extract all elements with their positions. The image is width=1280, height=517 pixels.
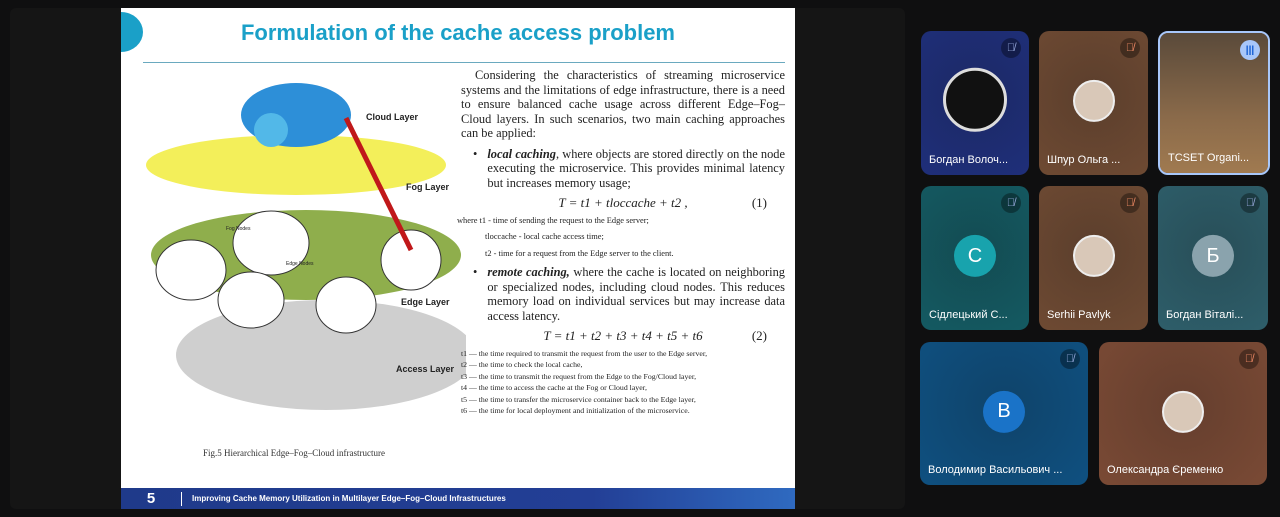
cloud-layer-label: Cloud Layer: [366, 112, 419, 122]
title-divider: [143, 62, 785, 63]
where-t2: t2 - time for a request from the Edge se…: [485, 248, 674, 258]
slide-corner-decoration: [121, 12, 143, 52]
mic-off-icon: 🎙̸: [1239, 349, 1259, 369]
remote-caching-term: remote caching,: [487, 265, 570, 279]
footer-title: Improving Cache Memory Utilization in Mu…: [192, 494, 506, 503]
definition-t4: t4 — the time to access the cache at the…: [461, 383, 647, 392]
slide-body: Considering the characteristics of strea…: [457, 68, 785, 417]
fog-layer-label: Fog Layer: [406, 182, 450, 192]
remote-caching-text: where the cache is located on neighborin…: [487, 265, 785, 323]
avatar-photo: [1072, 234, 1115, 277]
local-caching-term: local caching: [487, 146, 556, 161]
avatar-initial: С: [954, 234, 996, 277]
definition-t3: t3 — the time to transmit the request fr…: [461, 371, 697, 381]
edge-nodes-label: Edge Nodes: [286, 261, 314, 267]
participant-name: TCSET Organi...: [1168, 152, 1250, 164]
speaking-indicator-icon: |||: [1240, 40, 1260, 60]
definition-t5: t5 — the time to transfer the microservi…: [461, 394, 696, 404]
equation-2-text: T = t1 + t2 + t3 + t4 + t5 + t6: [543, 328, 703, 343]
participant-name: Богдан Волоч...: [929, 154, 1009, 166]
definition-t2: t2 — the time to check the local cache,: [461, 360, 583, 369]
avatar-photo: [1162, 390, 1204, 433]
intro-paragraph: Considering the characteristics of strea…: [461, 68, 785, 140]
definition-t6: t6 — the time for local deployment and i…: [461, 406, 690, 415]
where-tloccache: tloccache - local cache access time;: [485, 232, 604, 241]
participant-name: Сідлецький С...: [929, 309, 1008, 321]
participant-tile[interactable]: ||| TCSET Organi...: [1158, 31, 1270, 175]
participant-tile[interactable]: 🎙̸ Олександра Єременко: [1099, 342, 1267, 485]
edge-layer-label: Edge Layer: [401, 297, 450, 307]
mic-off-icon: 🎙̸: [1240, 193, 1260, 213]
participant-tile[interactable]: С 🎙̸ Сідлецький С...: [921, 186, 1029, 330]
bullet-remote-caching: •remote caching, where the cache is loca…: [473, 265, 785, 323]
participant-name: Богдан Віталі...: [1166, 309, 1244, 321]
mic-off-icon: 🎙̸: [1001, 193, 1021, 213]
avatar-photo: [1072, 79, 1115, 122]
participant-tile[interactable]: 🎙̸ Богдан Волоч...: [921, 31, 1029, 175]
obs-logo-icon: [943, 67, 1007, 132]
participant-name: Шпур Ольга ...: [1047, 154, 1121, 166]
mic-off-icon: 🎙̸: [1001, 38, 1021, 58]
participant-tile[interactable]: В 🎙̸ Володимир Васильович ...: [920, 342, 1088, 485]
slide-number: 5: [146, 490, 156, 507]
definition-t1: t1 — the time required to transmit the r…: [461, 348, 708, 358]
equation-1: T = t1 + tloccache + t2 , (1): [461, 195, 785, 211]
participant-tile[interactable]: Б 🎙̸ Богдан Віталі...: [1158, 186, 1268, 330]
edge-node-clusters: [155, 210, 442, 334]
cache-transfer-arrow: [343, 116, 414, 252]
edge-fog-cloud-diagram: Cloud Layer Fog Layer Edge Layer Access …: [146, 83, 466, 410]
participant-tile[interactable]: 🎙̸ Serhii Pavlyk: [1039, 186, 1148, 330]
mic-off-icon: 🎙̸: [1060, 349, 1080, 369]
slide-footer: 5 Improving Cache Memory Utilization in …: [121, 488, 795, 509]
shared-slide: Formulation of the cache access problem …: [121, 8, 795, 509]
local-caching-text: , where objects are stored directly on t…: [487, 146, 785, 190]
equation-2: T = t1 + t2 + t3 + t4 + t5 + t6 (2): [461, 328, 785, 344]
equation-2-number: (2): [751, 328, 767, 343]
participant-tile[interactable]: 🎙̸ Шпур Ольга ...: [1039, 31, 1148, 175]
participant-name: Serhii Pavlyk: [1047, 309, 1111, 321]
where-t1: where t1 - time of sending the request t…: [457, 215, 649, 225]
mic-off-icon: 🎙̸: [1120, 38, 1140, 58]
footer-divider: [181, 491, 182, 506]
participant-name: Володимир Васильович ...: [928, 464, 1063, 476]
equation-1-number: (1): [751, 195, 767, 210]
equation-1-text: T = t1 + tloccache + t2 ,: [558, 195, 688, 210]
fog-layer-cloud: [146, 135, 446, 195]
mic-off-icon: 🎙̸: [1120, 193, 1140, 213]
participant-name: Олександра Єременко: [1107, 464, 1224, 476]
figure-caption: Fig.5 Hierarchical Edge–Fog–Cloud infras…: [203, 448, 385, 458]
fog-nodes-label: Fog Nodes: [226, 226, 251, 232]
gear-icon: [254, 113, 288, 147]
access-layer-label: Access Layer: [396, 364, 455, 374]
avatar-initial: В: [983, 390, 1025, 433]
slide-title: Formulation of the cache access problem: [240, 20, 675, 45]
avatar-initial: Б: [1192, 234, 1234, 277]
bullet-local-caching: •local caching, where objects are stored…: [473, 146, 785, 190]
